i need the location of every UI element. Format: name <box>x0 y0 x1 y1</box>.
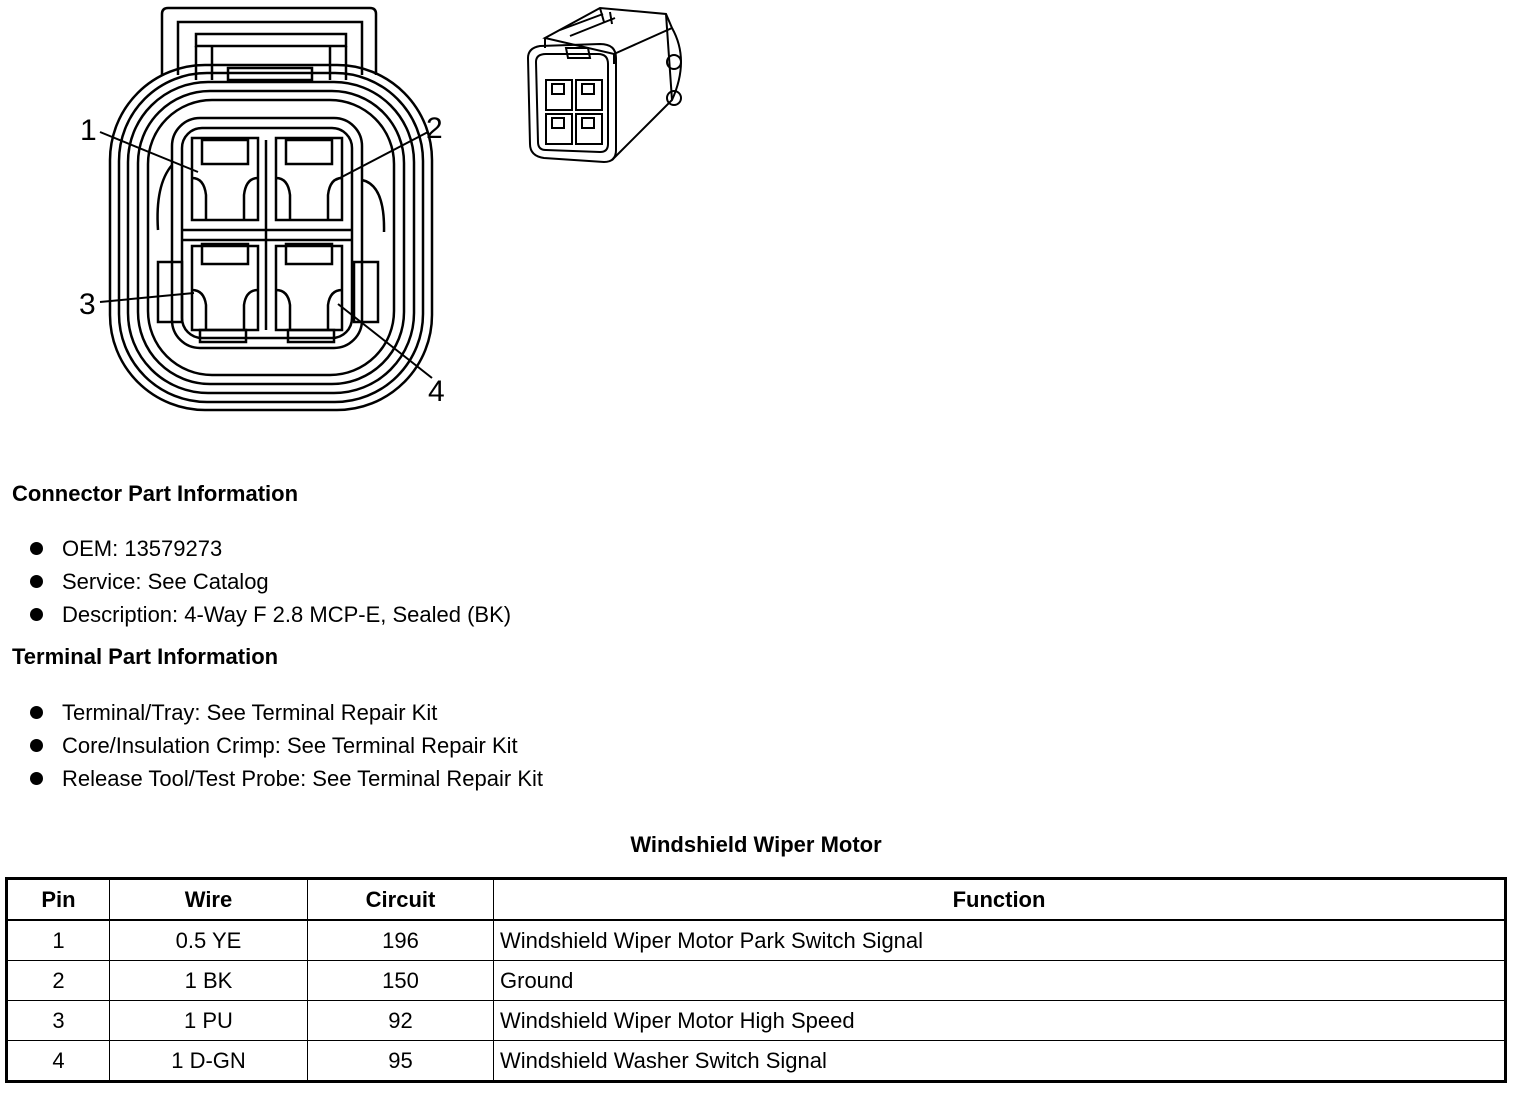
cell-circuit: 196 <box>307 919 494 961</box>
terminal-cavity-2 <box>274 136 344 222</box>
cell-wire: 1 PU <box>109 1000 308 1041</box>
cell-circuit: 95 <box>307 1040 494 1082</box>
cell-pin: 1 <box>6 919 110 961</box>
connector-face-diagram: 1 2 3 4 <box>79 6 445 412</box>
header-pin: Pin <box>6 878 110 921</box>
latch-tower <box>160 6 378 75</box>
table-row: 1 0.5 YE 196 Windshield Wiper Motor Park… <box>6 919 1506 961</box>
bullet-icon <box>30 575 43 588</box>
list-item: OEM: 13579273 <box>30 532 511 565</box>
cell-pin: 3 <box>6 1000 110 1041</box>
connector-info-list: OEM: 13579273 Service: See Catalog Descr… <box>30 532 511 631</box>
pin-label-2: 2 <box>426 112 443 145</box>
table-title: Windshield Wiper Motor <box>630 832 882 857</box>
terminal-cavity-1 <box>190 136 260 222</box>
list-item: Release Tool/Test Probe: See Terminal Re… <box>30 762 543 795</box>
cell-function: Ground <box>493 960 1506 1001</box>
cell-circuit: 92 <box>307 1000 494 1041</box>
cell-wire: 1 BK <box>109 960 308 1001</box>
pin-label-4: 4 <box>428 375 445 408</box>
terminal-info-heading: Terminal Part Information <box>12 644 279 669</box>
list-item: Core/Insulation Crimp: See Terminal Repa… <box>30 729 543 762</box>
terminal-cavity-3 <box>190 242 260 344</box>
list-item: Service: See Catalog <box>30 565 511 598</box>
leader-line-2 <box>335 131 429 181</box>
bullet-icon <box>30 772 43 785</box>
list-item: Terminal/Tray: See Terminal Repair Kit <box>30 696 543 729</box>
leader-line-4 <box>337 303 433 379</box>
header-circuit: Circuit <box>307 878 494 921</box>
table-row: 4 1 D-GN 95 Windshield Washer Switch Sig… <box>6 1040 1506 1082</box>
cell-function: Windshield Wiper Motor Park Switch Signa… <box>493 919 1506 961</box>
header-wire: Wire <box>109 878 308 921</box>
cell-function: Windshield Washer Switch Signal <box>493 1040 1506 1082</box>
cell-wire: 0.5 YE <box>109 919 308 961</box>
cell-function: Windshield Wiper Motor High Speed <box>493 1000 1506 1041</box>
cell-wire: 1 D-GN <box>109 1040 308 1082</box>
table-header-row: Pin Wire Circuit Function <box>6 878 1506 921</box>
terminal-info-list: Terminal/Tray: See Terminal Repair Kit C… <box>30 696 543 795</box>
terminal-cavity-4 <box>274 242 344 344</box>
list-item: Description: 4-Way F 2.8 MCP-E, Sealed (… <box>30 598 511 631</box>
connector-isometric-diagram <box>526 6 682 164</box>
pinout-table: Pin Wire Circuit Function 1 0.5 YE 196 W… <box>5 877 1507 1083</box>
leader-line-1 <box>99 131 199 173</box>
leader-line-3 <box>99 292 195 303</box>
table-row: 3 1 PU 92 Windshield Wiper Motor High Sp… <box>6 1000 1506 1041</box>
cell-pin: 2 <box>6 960 110 1001</box>
bullet-icon <box>30 706 43 719</box>
pin-label-1: 1 <box>80 114 97 147</box>
bullet-icon <box>30 608 43 621</box>
bullet-icon <box>30 739 43 752</box>
table-row: 2 1 BK 150 Ground <box>6 960 1506 1001</box>
connector-body-outer <box>108 63 434 412</box>
header-function: Function <box>493 878 1506 921</box>
pin-label-3: 3 <box>79 288 96 321</box>
cell-pin: 4 <box>6 1040 110 1082</box>
bullet-icon <box>30 542 43 555</box>
cell-circuit: 150 <box>307 960 494 1001</box>
connector-info-heading: Connector Part Information <box>12 481 299 506</box>
